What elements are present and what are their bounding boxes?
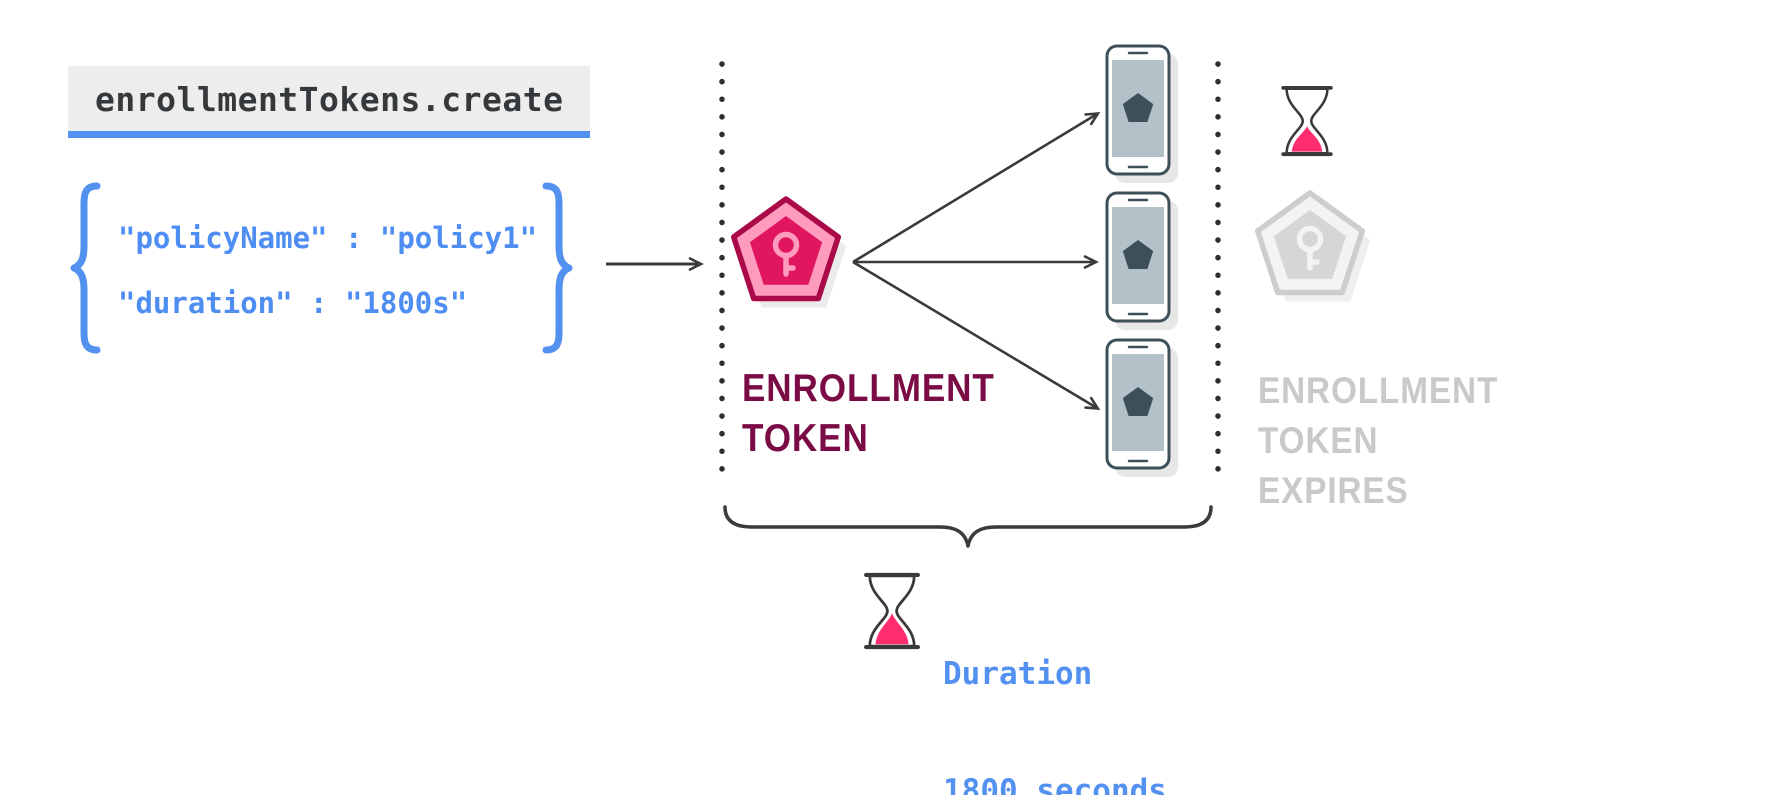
device-phone-icon-2 — [1105, 191, 1178, 330]
left-curly-brace-icon — [70, 182, 101, 354]
hourglass-expired-icon — [1281, 85, 1333, 157]
enrollment-token-label-line2: TOKEN — [742, 417, 869, 460]
right-curly-brace-icon — [542, 182, 573, 354]
token-lifetime-start-dotted-line — [719, 61, 725, 473]
duration-label-line2: 1800 seconds — [943, 773, 1167, 795]
request-line-duration: "duration" : "1800s" — [118, 286, 468, 320]
enrollment-token-label-line1: ENROLLMENT — [742, 367, 995, 410]
token-expires-label-line3: EXPIRES — [1258, 470, 1409, 511]
token-expires-label-line2: TOKEN — [1258, 420, 1379, 461]
expired-token-icon — [1254, 190, 1371, 302]
device-phone-icon-1 — [1105, 44, 1178, 183]
duration-brace-icon — [723, 505, 1213, 548]
duration-label-line1: Duration — [943, 656, 1093, 692]
api-method-chip: enrollmentTokens.create — [68, 66, 591, 138]
enrollment-token-label: ENROLLMENT TOKEN — [742, 364, 995, 464]
token-expires-label-line1: ENROLLMENT — [1258, 370, 1499, 411]
enrollment-token-icon — [730, 196, 847, 308]
token-lifetime-end-dotted-line — [1215, 61, 1221, 473]
request-arrow-icon — [606, 257, 704, 271]
request-line-policy-name: "policyName" : "policy1" — [118, 221, 538, 255]
duration-hourglass-icon — [864, 572, 920, 650]
duration-label: Duration 1800 seconds — [943, 577, 1167, 795]
token-expires-label: ENROLLMENT TOKEN EXPIRES — [1258, 366, 1498, 516]
provisioning-arrows-icon — [852, 111, 1101, 411]
device-phone-icon-3 — [1105, 338, 1178, 477]
